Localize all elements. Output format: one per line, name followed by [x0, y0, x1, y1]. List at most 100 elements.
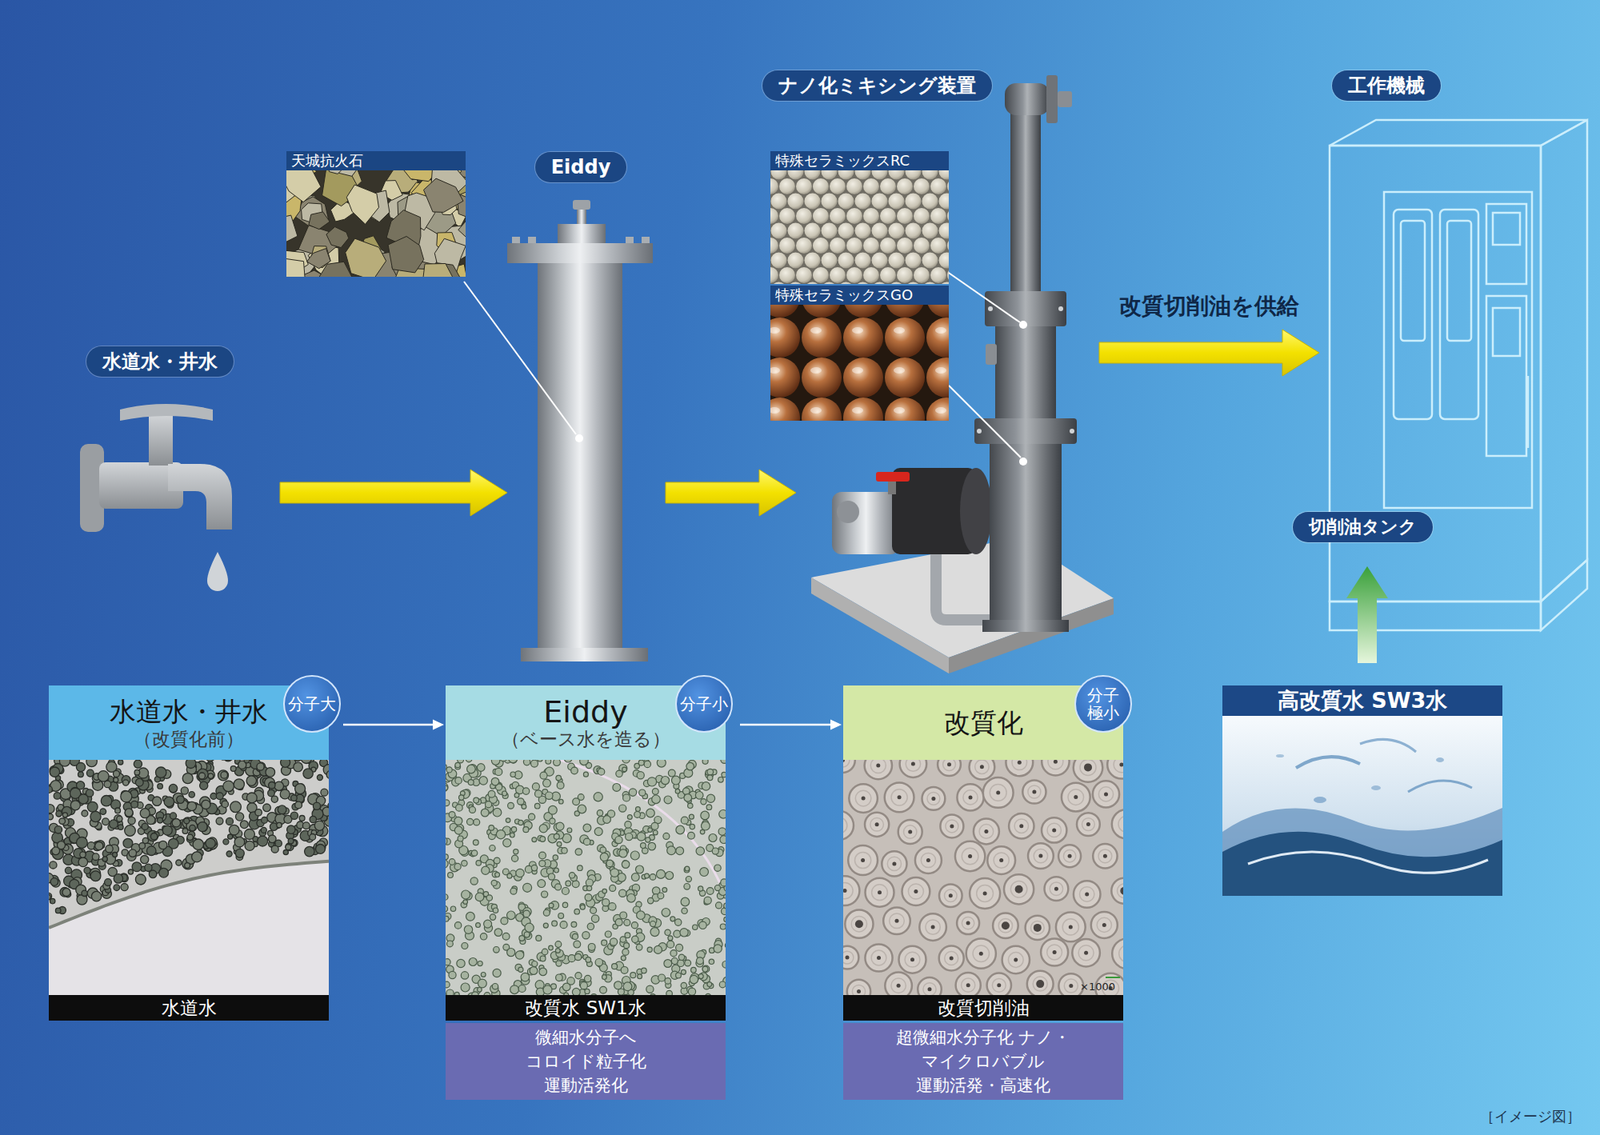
caption-text: 改質水 SW1水 [524, 996, 646, 1020]
faucet-icon [80, 404, 232, 592]
ceramic-ball [947, 178, 949, 195]
ceramic-ball [896, 267, 913, 284]
step-arrow [343, 720, 444, 731]
tank-label: 切削油タンク [1308, 514, 1417, 540]
ceramic-ball [905, 252, 922, 269]
mixing-device [811, 577, 949, 674]
copper-ball [810, 327, 822, 334]
flow-arrow [343, 720, 444, 731]
ceramic-ball [796, 237, 812, 254]
ceramic-ball [821, 193, 838, 210]
machine-tool-outline [1486, 296, 1527, 456]
copper-ball [770, 357, 800, 398]
unit-label: ナノ化ミキシング装置 [762, 70, 992, 101]
ceramic-ball [880, 178, 896, 195]
rock-photo [308, 212, 330, 230]
ceramic-ball [855, 223, 872, 240]
flow-arrow [665, 469, 796, 516]
panel-title: 高改質水 SW3水 [1277, 686, 1448, 716]
faucet-icon [168, 464, 232, 530]
ceramic-ball [922, 282, 939, 285]
badge-text: 分子大 [288, 695, 336, 713]
ceramic-ball [796, 178, 812, 195]
machine-tool-outline [1486, 204, 1527, 284]
ceramic-ball [821, 252, 838, 269]
mixing-device [936, 552, 992, 620]
mixing-device [876, 472, 910, 482]
ceramic-ball [788, 252, 804, 269]
molecule-badge: 分子大 [283, 675, 341, 733]
eiddy-column [576, 209, 587, 226]
panel-title: 水道水・井水 [109, 696, 268, 728]
ceramic-ball [863, 267, 880, 284]
image-note: ［イメージ図］ [1480, 1107, 1581, 1127]
ceramic-ball [880, 237, 896, 254]
ceramic-ball [846, 178, 863, 195]
step-arrow [740, 720, 842, 731]
ceramic-ball [880, 267, 896, 284]
photo-label: 特殊セラミックスRC [770, 151, 949, 171]
copper-ball [810, 407, 822, 414]
ceramic-ball [846, 237, 863, 254]
sw3-water-panel: 高改質水 SW3水 [1222, 685, 1503, 896]
copper-ball [801, 317, 842, 358]
sample-panel: 改質化分子 極小改質切削油 [843, 685, 1124, 1021]
copper-ball [770, 397, 800, 421]
copper-ball [852, 367, 864, 374]
copper-ball [801, 397, 842, 421]
eiddy-column [464, 200, 653, 662]
eiddy-column [528, 236, 536, 244]
rock-photo [286, 215, 298, 245]
copper-ball [770, 407, 780, 414]
machine-tool-outline [1492, 308, 1520, 356]
ceramic-ball [905, 193, 922, 210]
eiddy-column [464, 281, 576, 435]
copper-ball [926, 397, 949, 421]
ceramic-ball [771, 223, 788, 240]
eiddy-column [625, 236, 634, 244]
feature-text: 超微細水分子化 ナノ・マイクロバブル 運動活発・高速化 [894, 1025, 1073, 1098]
ceramic-ball [838, 223, 855, 240]
ceramic-ball [930, 267, 947, 284]
ceramic-ball [838, 282, 855, 285]
flow-arrow [1099, 329, 1320, 376]
machine-tool-outline [1527, 376, 1530, 448]
caption-text: 改質切削油 [937, 996, 1030, 1020]
eiddy-unit: Eiddy [507, 150, 656, 667]
ceramic-ball [779, 237, 796, 254]
machine-tool-outline [1329, 120, 1588, 631]
eiddy-column [557, 224, 606, 244]
ceramic-ball [905, 223, 922, 240]
flow-arrow [1099, 329, 1320, 376]
ceramic-ball [913, 208, 930, 224]
ceramic-ball [821, 282, 838, 285]
unit-label: 水道水・井水 [86, 346, 234, 377]
flow-arrow [665, 469, 796, 516]
ceramic-ball [947, 267, 949, 284]
copper-ball [770, 367, 780, 374]
ceramic-ball [829, 208, 846, 224]
ceramic-ball [804, 223, 821, 240]
panel-subtitle: （改質化前） [133, 728, 244, 751]
machine-tool-outline [1440, 209, 1479, 420]
copper-ball [935, 327, 947, 334]
machine-tool-outline [1393, 209, 1432, 420]
ceramic-ball [863, 208, 880, 224]
rock-photo [420, 264, 460, 278]
mixing-device [1004, 83, 1050, 116]
badge-text: 分子 極小 [1084, 686, 1122, 722]
ceramic-ball [872, 282, 888, 285]
ceramic-ball [846, 208, 863, 224]
ceramic-ball [863, 237, 880, 254]
photo-label: 特殊セラミックスGO [770, 285, 949, 305]
ceramic-ball [947, 208, 949, 224]
mixing-device [982, 620, 1069, 632]
rock-photo [345, 238, 387, 277]
ceramic-ball [913, 237, 930, 254]
eiddy-column [537, 263, 623, 648]
copper-ball [935, 407, 947, 414]
ceramic-ball [888, 223, 905, 240]
mixing-device [944, 269, 1020, 323]
ceramic-ball [939, 193, 950, 210]
mixing-device [1058, 306, 1064, 312]
